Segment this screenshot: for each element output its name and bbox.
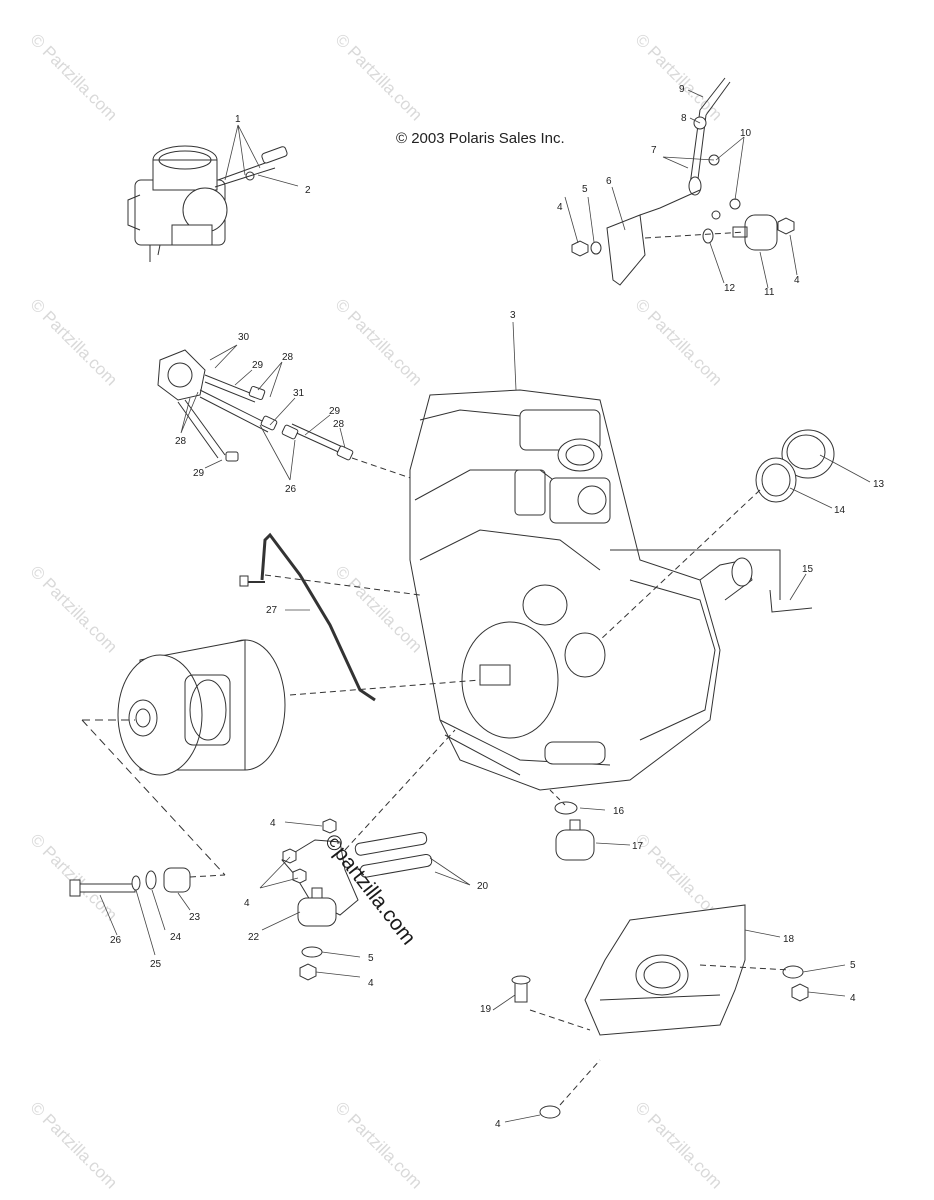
drive-clutch [81,639,481,876]
breather-tube [239,532,421,702]
callout: 1 [235,114,241,125]
callout: 15 [802,564,814,575]
engine-assembly [409,389,813,791]
clutch-bolt-set [69,867,226,897]
callout: 3 [510,310,516,321]
callout: 22 [248,932,260,943]
callout: 29 [329,406,341,417]
callout: 29 [252,360,264,371]
callout: 4 [368,978,374,989]
callout: 20 [477,881,489,892]
callout: 4 [850,993,856,1004]
callout: 13 [873,479,885,490]
callout: 26 [110,935,122,946]
callout: 19 [480,1004,492,1015]
callout: 9 [679,84,685,95]
callout: 5 [850,960,856,971]
callout: 4 [244,898,250,909]
callout: 25 [150,959,162,970]
callout: 4 [557,202,563,213]
callout: 12 [724,283,736,294]
callout: 31 [293,388,305,399]
callout: 4 [794,275,800,286]
callout: 24 [170,932,182,943]
front-mount-bracket [281,729,456,981]
fuel-pump-hoses [157,349,461,496]
callout: 16 [613,806,625,817]
callout: 10 [740,128,752,139]
callout-labels: 1 2 3 4 5 6 7 8 9 10 11 12 4 30 29 28 31… [110,84,885,1130]
leader-lines [99,89,871,1123]
callout: 6 [606,176,612,187]
carburetor [127,145,288,262]
callout: 4 [270,818,276,829]
rear-mount [549,789,595,861]
callout: 26 [285,484,297,495]
callout: 23 [189,912,201,923]
callout: 2 [305,185,311,196]
copyright-notice: © 2003 Polaris Sales Inc. [396,130,565,147]
callout: 14 [834,505,846,516]
clamp-rings [599,429,835,641]
callout: 8 [681,113,687,124]
callout: 27 [266,605,278,616]
callout: 28 [282,352,294,363]
callout: 30 [238,332,250,343]
callout: 29 [193,468,205,479]
linkage-group [571,77,795,286]
callout: 17 [632,841,644,852]
callout: 11 [764,287,775,298]
callout: 7 [651,145,657,156]
callout: 5 [582,184,588,195]
callout: 28 [175,436,187,447]
callout: 5 [368,953,374,964]
callout: 4 [495,1119,501,1130]
callout: 28 [333,419,345,430]
callout: 18 [783,934,795,945]
skid-plate [511,904,809,1119]
